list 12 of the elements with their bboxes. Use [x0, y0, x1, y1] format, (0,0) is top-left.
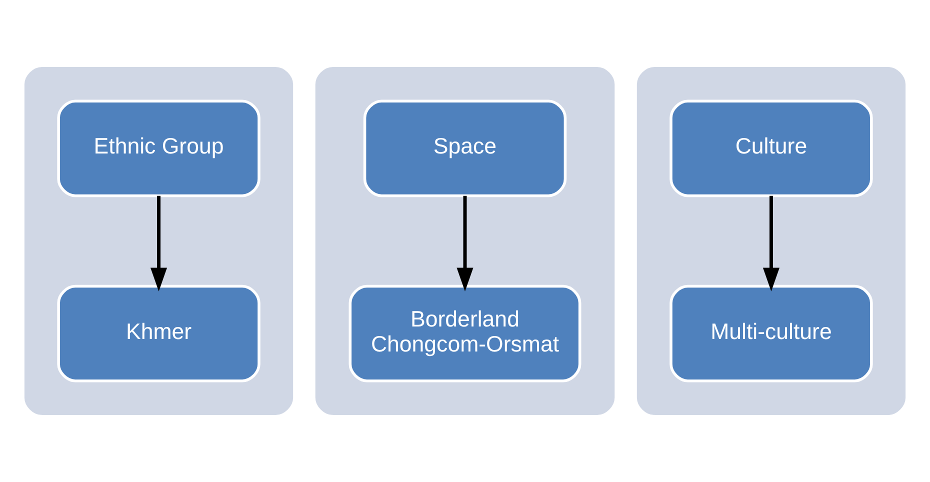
node-box: Ethnic Group: [57, 100, 260, 198]
node-box: Khmer: [57, 284, 260, 382]
cluster: [636, 67, 906, 415]
node-box: Space: [363, 100, 567, 198]
node-box: Culture: [670, 100, 873, 198]
node-box: Multi-culture: [670, 284, 873, 382]
arrow: [456, 196, 474, 292]
node-box: Borderland Chongcom-Orsmat: [348, 284, 582, 382]
arrow: [150, 196, 168, 292]
cluster: [315, 67, 615, 415]
arrow: [762, 196, 780, 292]
cluster: [24, 67, 294, 415]
